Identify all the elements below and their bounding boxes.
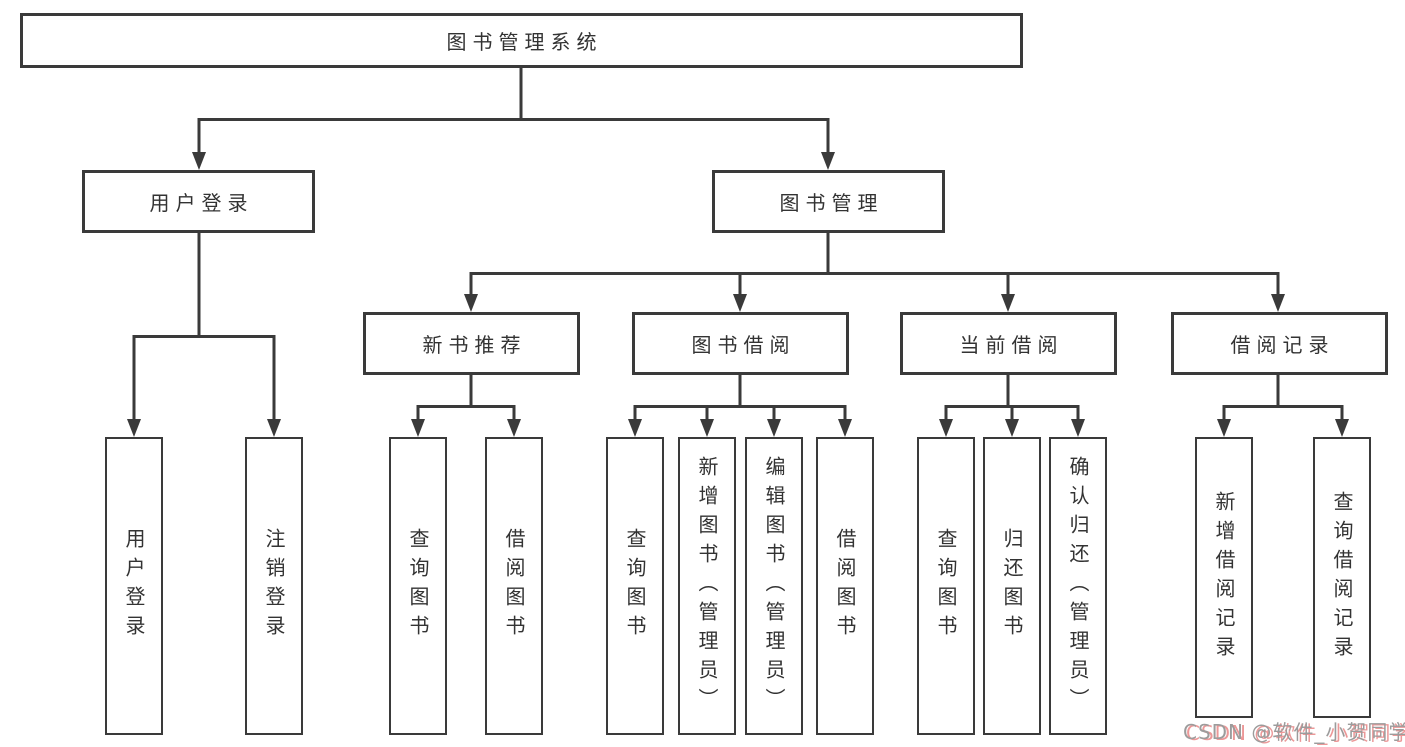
csdn-watermark: CSDN @软件_小贺同学 bbox=[1183, 720, 1405, 744]
node-borrow-records: 借阅记录 bbox=[1171, 312, 1388, 375]
leaf-current-confirm-return-admin: 确认归还（管理员） bbox=[1049, 437, 1107, 735]
arrowheads bbox=[127, 152, 1349, 437]
leaf-current-query-books: 查询图书 bbox=[917, 437, 975, 735]
node-book-borrow: 图书借阅 bbox=[632, 312, 849, 375]
leaf-borrow-query-books: 查询图书 bbox=[606, 437, 664, 735]
node-book-management: 图书管理 bbox=[712, 170, 945, 233]
leaf-records-add-record: 新增借阅记录 bbox=[1195, 437, 1253, 718]
leaf-user-login: 用户登录 bbox=[105, 437, 163, 735]
leaf-current-return-books: 归还图书 bbox=[983, 437, 1041, 735]
node-new-book-recommend: 新书推荐 bbox=[363, 312, 580, 375]
node-root: 图书管理系统 bbox=[20, 13, 1023, 68]
node-current-borrow: 当前借阅 bbox=[900, 312, 1117, 375]
leaf-logout: 注销登录 bbox=[245, 437, 303, 735]
node-user-login: 用户登录 bbox=[82, 170, 315, 233]
leaf-borrow-add-books-admin: 新增图书（管理员） bbox=[678, 437, 736, 735]
leaf-newbooks-query-books: 查询图书 bbox=[389, 437, 447, 735]
leaf-newbooks-borrow-books: 借阅图书 bbox=[485, 437, 543, 735]
leaf-borrow-edit-books-admin: 编辑图书（管理员） bbox=[745, 437, 803, 735]
leaf-borrow-borrow-books: 借阅图书 bbox=[816, 437, 874, 735]
leaf-records-query-record: 查询借阅记录 bbox=[1313, 437, 1371, 718]
